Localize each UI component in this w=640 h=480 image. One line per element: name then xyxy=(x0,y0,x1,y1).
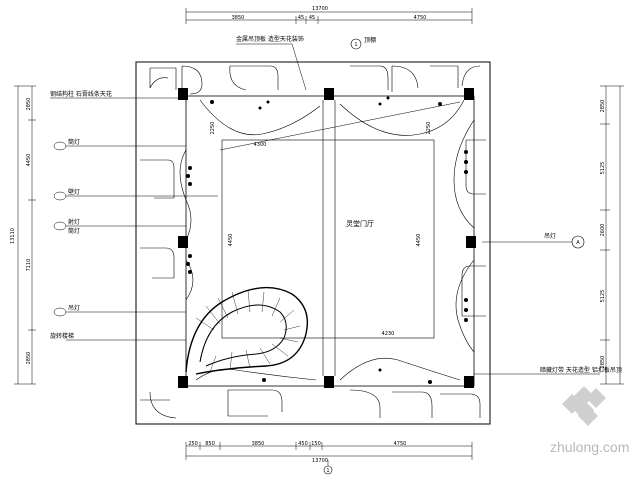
top-ornament xyxy=(149,65,481,136)
left-callout-4: 射灯 xyxy=(68,218,80,226)
axis-bubble-top-label: 1 xyxy=(354,42,357,48)
top-total-dim: 13700 xyxy=(312,6,328,12)
bottom-dim-3: 3850 xyxy=(252,441,265,447)
left-dimension-lines xyxy=(14,85,36,385)
bottom-dim-2: 850 xyxy=(205,441,215,447)
inner-dim-2: 4450 xyxy=(416,234,422,247)
top-callout-2: 顶棚 xyxy=(364,36,376,44)
left-ornament xyxy=(140,149,194,301)
right-dim-5: 2850 xyxy=(600,356,606,369)
bottom-dim-1: 250 xyxy=(188,441,198,447)
right-dim-4: 5125 xyxy=(600,290,606,303)
left-callout-leaders xyxy=(50,97,218,341)
right-dim-3: 2600 xyxy=(600,224,606,237)
left-callout-bubbles xyxy=(53,141,67,317)
axis-bubble-top xyxy=(350,38,362,50)
bottom-dim-6: 4750 xyxy=(394,441,407,447)
left-callout-6: 吊灯 xyxy=(68,304,80,312)
inner-dim-4: 4450 xyxy=(228,234,234,247)
watermark-text: zhulong.com xyxy=(550,439,629,455)
right-callout-2: 暗藏灯带 天花造型 铝扣板吊顶 xyxy=(540,366,622,374)
bottom-total-dim: 13700 xyxy=(312,458,328,464)
right-dim-1: 2850 xyxy=(600,100,606,113)
top-dim-2: 45 xyxy=(298,15,304,21)
inner-dim-6: 2250 xyxy=(426,122,432,135)
left-total-dim: 13110 xyxy=(10,228,16,244)
inner-hall-inset xyxy=(221,139,435,339)
inner-dim-1: 4300 xyxy=(254,142,267,148)
right-callout-1: 吊灯 xyxy=(544,232,556,240)
watermark-logo xyxy=(562,386,606,426)
left-callout-1: 钢结构柱 石膏线条天花 xyxy=(50,90,112,98)
inner-dim-3: 4230 xyxy=(382,331,395,337)
axis-bubble-bottom xyxy=(323,465,333,475)
top-dim-1: 3850 xyxy=(232,15,245,21)
bottom-dim-5: 150 xyxy=(311,441,321,447)
left-dim-2: 4450 xyxy=(26,154,32,167)
outer-wall xyxy=(135,61,491,425)
left-dim-4: 2850 xyxy=(26,352,32,365)
left-callout-2: 筒灯 xyxy=(68,138,80,146)
right-dim-2: 5125 xyxy=(600,162,606,175)
left-dim-3: 7110 xyxy=(26,259,32,272)
top-dim-3: 45 xyxy=(309,15,315,21)
left-callout-3: 壁灯 xyxy=(68,188,80,196)
top-dim-4: 4750 xyxy=(414,15,427,21)
axis-bubble-right-label: A xyxy=(576,240,580,246)
light-fixtures xyxy=(186,96,468,384)
right-ornament xyxy=(453,119,486,353)
columns xyxy=(178,88,476,388)
right-dimension-lines xyxy=(600,85,624,385)
center-room-label: 灵堂门厅 xyxy=(346,219,374,228)
top-callout-1: 金属吊顶板 造型天花装饰 xyxy=(236,35,304,43)
bottom-ornament xyxy=(140,357,481,419)
left-callout-5: 筒灯 xyxy=(68,227,80,235)
bottom-dimension-lines xyxy=(185,442,473,460)
inner-dim-5: 2250 xyxy=(210,122,216,135)
spiral-staircase xyxy=(185,286,309,375)
left-callout-7: 旋转楼梯 xyxy=(50,332,74,340)
left-dim-1: 2850 xyxy=(26,98,32,111)
top-dimension-lines xyxy=(185,8,473,24)
bottom-dim-4: 450 xyxy=(298,441,308,447)
axis-bubble-bottom-label: 1 xyxy=(326,468,329,474)
